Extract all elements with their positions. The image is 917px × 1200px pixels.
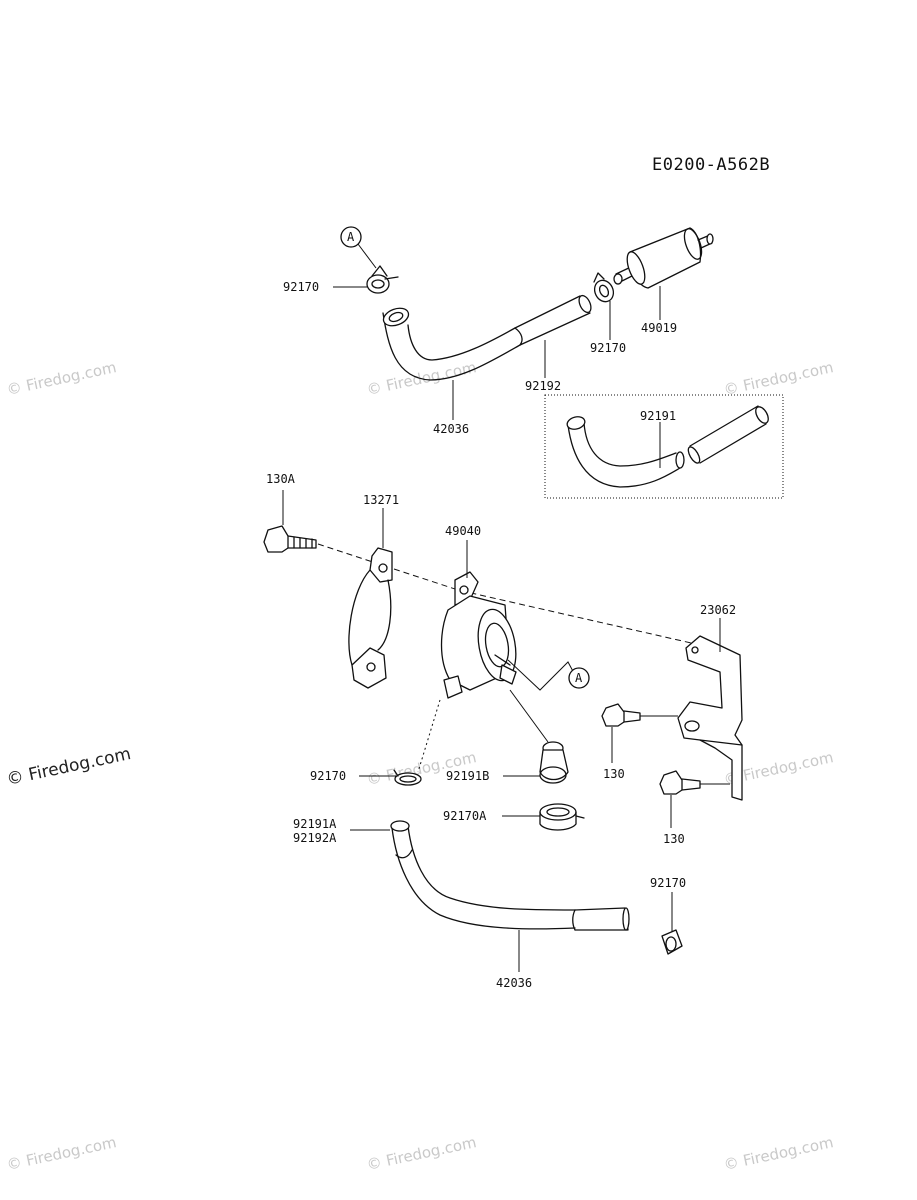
fuel-filter-49019 (613, 227, 714, 289)
label-13271: 13271 (363, 493, 399, 507)
label-130A: 130A (266, 472, 296, 486)
assembly-line-bolt (317, 543, 701, 646)
label-23062: 23062 (700, 603, 736, 617)
svg-text:A: A (347, 230, 355, 244)
bolt-130-upper (601, 703, 641, 727)
hose-42036-bottom (390, 820, 630, 931)
label-92170: 92170 (650, 876, 686, 890)
label-92192A: 92192A (293, 831, 337, 845)
label-92170: 92170 (283, 280, 319, 294)
label-130: 130 (663, 832, 685, 846)
diagram-code: E0200-A562B (652, 155, 770, 175)
label-92170: 92170 (310, 769, 346, 783)
clamp-92170-bottom (661, 929, 683, 955)
clamp-92170-top-right (593, 272, 615, 303)
watermark: © Firedog.com (722, 1133, 835, 1174)
label-49040: 49040 (445, 524, 481, 538)
watermark: © Firedog.com (5, 1133, 118, 1174)
label-130: 130 (603, 767, 625, 781)
ref-marker-middle: A (568, 667, 590, 689)
bolt-130A (263, 525, 317, 553)
label-92170: 92170 (590, 341, 626, 355)
bracket-13271 (348, 547, 393, 689)
ref-marker-top: A (340, 226, 377, 269)
bracket-23062 (677, 635, 743, 801)
watermark: © Firedog.com (722, 358, 835, 399)
label-42036: 42036 (496, 976, 532, 990)
clamp-92170-top-left (366, 265, 399, 294)
label-49019: 49019 (641, 321, 677, 335)
watermark: © Firedog.com (365, 1133, 478, 1174)
label-92170A: 92170A (443, 809, 487, 823)
label-92191B: 92191B (446, 769, 489, 783)
watermark: © Firedog.com (5, 358, 118, 399)
label-92191: 92191 (640, 409, 676, 423)
bolt-130-lower (659, 770, 701, 795)
inset-box-92191 (544, 394, 784, 499)
hose-92192 (514, 294, 592, 346)
label-92191A: 92191A (293, 817, 337, 831)
hose-42036-top (382, 307, 521, 381)
fuel-pump-49040 (440, 571, 517, 699)
label-42036: 42036 (433, 422, 469, 436)
clamp-92170A (539, 803, 585, 831)
clamp-92170-middle (393, 769, 422, 786)
watermark: © Firedog.com (5, 744, 133, 790)
watermarks: © Firedog.com © Firedog.com © Firedog.co… (5, 358, 835, 1174)
label-92192: 92192 (525, 379, 561, 393)
svg-text:A: A (575, 671, 583, 685)
elbow-hose-92191B (509, 689, 569, 784)
